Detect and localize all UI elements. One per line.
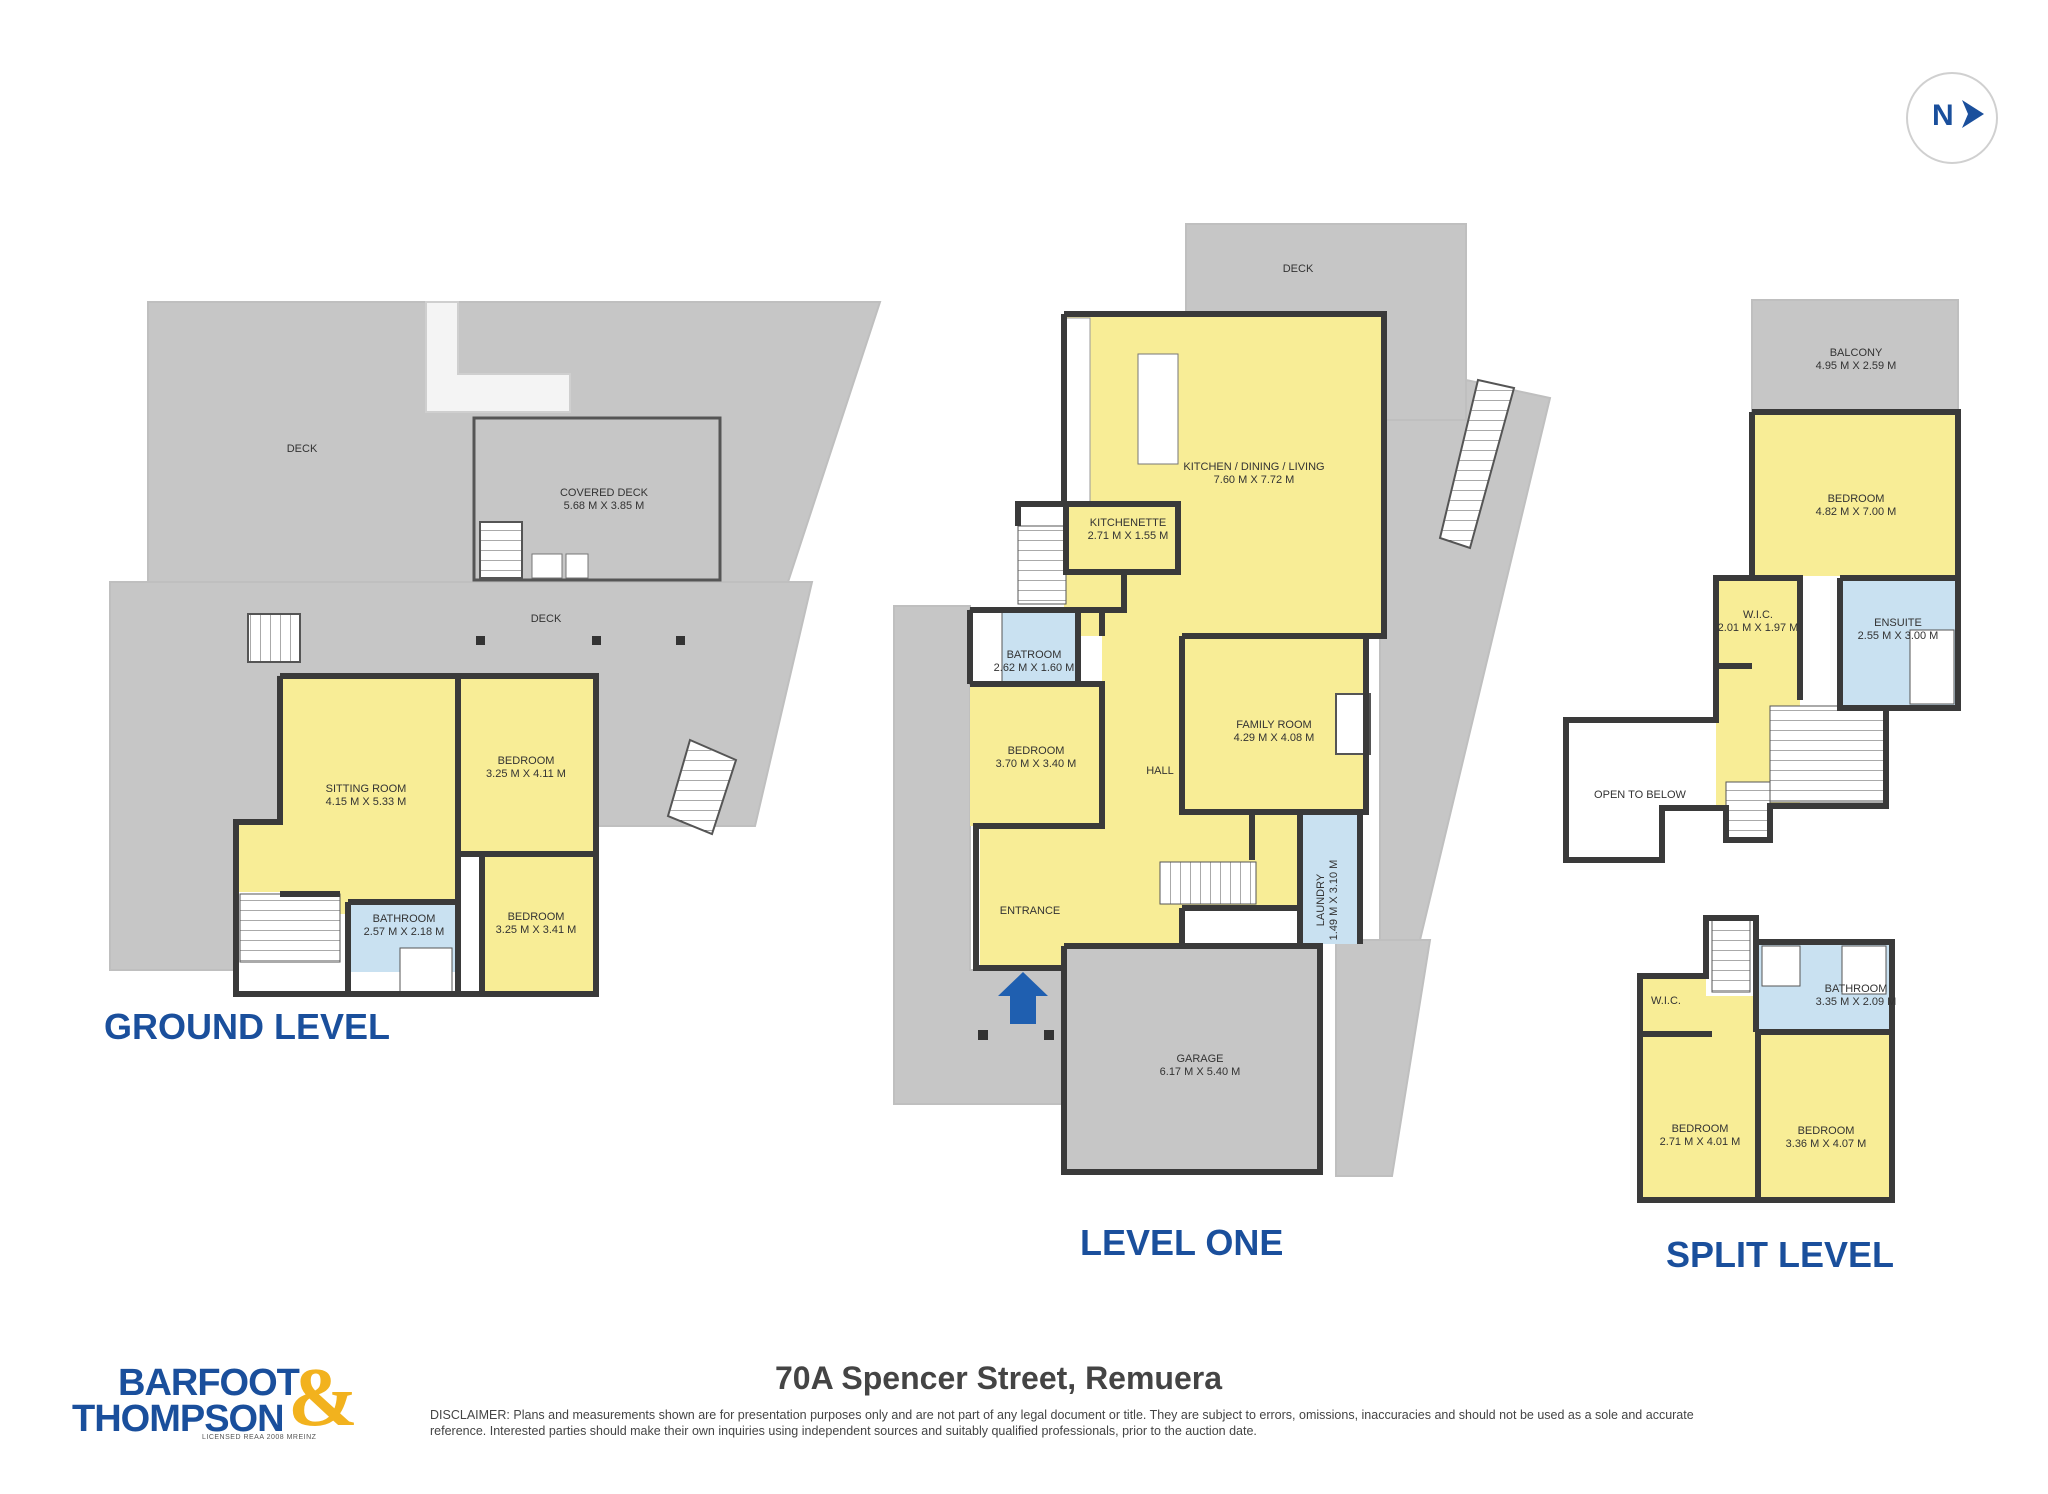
brand-line-1: BARFOOT: [118, 1362, 300, 1404]
split-upper-stairs: [1769, 705, 1887, 803]
split-level-plan: [1563, 299, 1961, 1203]
one-post: [978, 1030, 988, 1040]
entry-arrow-icon: [998, 972, 1048, 1024]
split-open-to-below: [1566, 720, 1716, 860]
ground-bedroom-2: [482, 854, 596, 994]
one-garage: [1064, 946, 1320, 1172]
split-balcony: [1751, 299, 1959, 413]
split-bath-tub-2: [1841, 945, 1887, 995]
ground-sitting-room: [280, 676, 458, 914]
one-internal-stairs: [1017, 525, 1067, 605]
disclaimer: DISCLAIMER: Plans and measurements shown…: [430, 1407, 1710, 1439]
label-ground-deck-lower: DECK: [531, 613, 562, 625]
brand-logo: BARFOOT THOMPSON & LICENSED REAA 2008 MR…: [70, 1352, 370, 1442]
ground-bedroom-1: [458, 676, 596, 854]
ground-deck-stairs-1: [479, 521, 523, 579]
one-walls: [967, 311, 1387, 1175]
property-address: 70A Spencer Street, Remuera: [775, 1360, 1223, 1396]
split-shower-2: [1761, 945, 1801, 987]
one-laundry: [1300, 812, 1360, 944]
one-kitchen-dining-living: [1064, 314, 1384, 636]
ground-shower: [399, 947, 453, 993]
label-ground-deck: DECK: [287, 443, 318, 455]
compass-label: N: [1932, 99, 1954, 132]
one-bedroom: [970, 684, 1102, 826]
label-split-open-to-below: OPEN TO BELOW: [1594, 789, 1687, 801]
ground-deck-stairs-3: [666, 738, 738, 836]
one-hall-upper: [1124, 572, 1184, 612]
level-title-split: SPLIT LEVEL: [1666, 1234, 1895, 1275]
north-arrow-icon: [1962, 100, 1984, 128]
split-stair-top: [1711, 917, 1751, 993]
label-one-hall: HALL: [1146, 765, 1174, 777]
ground-grill: [531, 553, 563, 579]
one-deck-stairs: [1438, 378, 1516, 550]
ground-walls: [233, 673, 599, 997]
ground-post: [476, 636, 485, 645]
one-kitchenette: [1066, 504, 1178, 572]
level-one-plan: [893, 223, 1552, 1177]
one-deck-right: [1335, 939, 1432, 1177]
split-wic-2: [1640, 976, 1706, 1034]
one-shower: [969, 609, 1003, 685]
brand-licence: LICENSED REAA 2008 MREINZ: [202, 1434, 317, 1441]
one-hall-stairs: [1159, 861, 1257, 905]
one-kitchen-island: [1137, 353, 1179, 465]
split-lower-walls: [1637, 915, 1895, 1203]
one-kitchen-bench: [1065, 317, 1091, 503]
level-title-one: LEVEL ONE: [1080, 1222, 1284, 1263]
level-title-ground: GROUND LEVEL: [104, 1006, 391, 1047]
split-wic-1: [1716, 578, 1800, 666]
label-split-wic-1: W.I.C.2.01 M X 1.97 M: [1718, 609, 1799, 634]
ground-stairs: [239, 893, 341, 963]
north-compass: N: [1906, 72, 1998, 164]
split-upper-walls: [1563, 409, 1961, 863]
split-lower-stairs: [1725, 781, 1771, 841]
ground-post: [676, 636, 685, 645]
disclaimer-lead: DISCLAIMER:: [430, 1408, 510, 1422]
ground-post: [592, 636, 601, 645]
one-post: [1044, 1030, 1054, 1040]
split-bedroom-a: [1640, 1034, 1758, 1200]
ground-sink: [565, 553, 589, 579]
brand-line-2: THOMPSON: [72, 1398, 285, 1440]
split-bedroom-main: [1752, 412, 1958, 576]
label-split-wic-2: W.I.C.: [1651, 995, 1681, 1007]
ground-walkway: [425, 301, 571, 413]
brand-ampersand: &: [288, 1351, 358, 1444]
label-one-laundry: LAUNDRY1.49 M X 3.10 M: [1315, 860, 1340, 941]
ground-deck-stairs-2: [247, 613, 301, 663]
ground-hall-strip: [238, 822, 280, 892]
disclaimer-text: Plans and measurements shown are for pre…: [430, 1408, 1694, 1438]
label-one-deck: DECK: [1283, 263, 1314, 275]
ground-level-plan: [109, 301, 882, 997]
label-one-entrance: ENTRANCE: [1000, 905, 1061, 917]
split-bath-tub: [1909, 629, 1955, 705]
split-bedroom-b: [1758, 1032, 1892, 1200]
